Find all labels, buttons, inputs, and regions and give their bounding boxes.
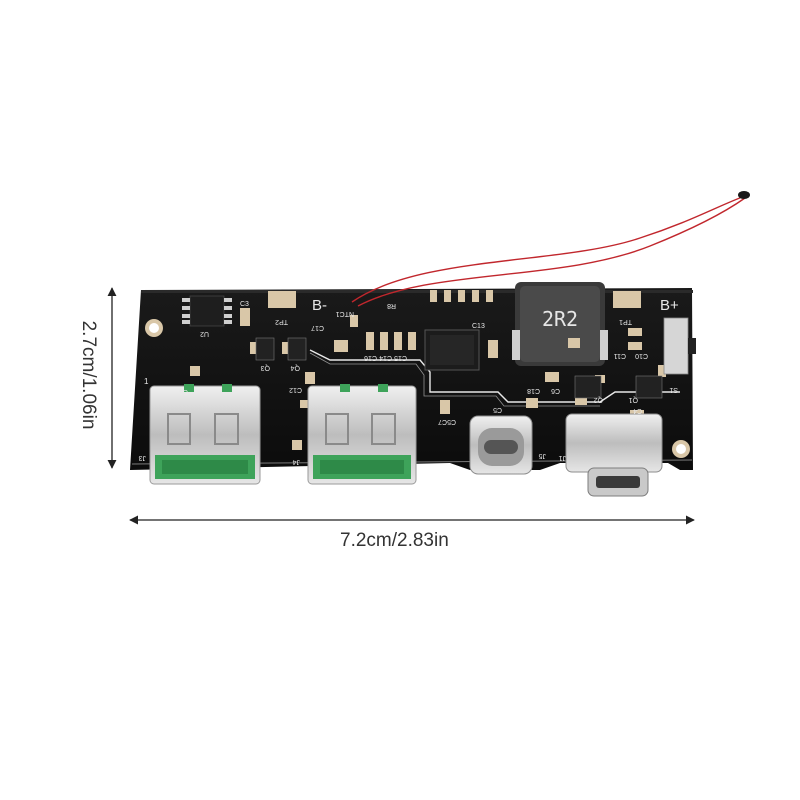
label-ntc1: NTC1 <box>336 310 354 317</box>
label-s1: S1 <box>669 386 678 393</box>
label-q3: Q3 <box>261 364 270 371</box>
label-c13: C13 <box>472 323 485 330</box>
label-q4: Q4 <box>291 364 300 371</box>
label-j1: J1 <box>559 454 567 461</box>
label-c3: C3 <box>240 301 249 308</box>
label-c17: C17 <box>311 324 324 331</box>
label-j5: J5 <box>539 452 547 459</box>
usb-a-port-j4[interactable] <box>307 384 417 485</box>
label-q1: Q1 <box>629 396 638 403</box>
label-j3: J3 <box>139 454 147 461</box>
label-c5c7: C5C7 <box>438 418 456 425</box>
label-tp1: TP1 <box>619 318 632 325</box>
label-j4: J4 <box>293 458 301 465</box>
label-c12: C12 <box>289 386 302 393</box>
transistors <box>255 337 663 399</box>
usb-c-port[interactable] <box>469 415 533 475</box>
label-c8: C8 <box>179 388 188 395</box>
battery-pad-minus <box>268 291 296 308</box>
u2-chip <box>182 295 232 327</box>
main-controller-chip <box>424 329 480 371</box>
slide-switch[interactable] <box>663 317 696 375</box>
label-pin1: 1 <box>144 377 149 386</box>
label-tp2: TP2 <box>275 318 288 325</box>
mounting-hole-right <box>672 440 690 458</box>
micro-usb-port[interactable] <box>565 413 663 497</box>
label-c5: C5 <box>493 406 502 413</box>
height-dimension-label: 2.7cm/1.06in <box>78 320 99 430</box>
label-c11: C11 <box>614 352 626 359</box>
label-c18: C18 <box>527 387 540 394</box>
label-c4: C4 <box>633 407 642 414</box>
label-u2: U2 <box>200 330 209 337</box>
width-dimension-label: 7.2cm/2.83in <box>340 530 449 551</box>
c3-capacitor <box>240 308 250 326</box>
label-c15: C15 <box>394 354 407 361</box>
label-c16: C16 <box>364 354 377 361</box>
inductor-marking: 2R2 <box>542 307 578 331</box>
usb-a-port-j3[interactable] <box>149 384 261 485</box>
ntc-pad <box>334 340 348 352</box>
label-q2: Q2 <box>594 396 603 403</box>
label-r8: R8 <box>387 302 396 309</box>
label-b-plus: B+ <box>660 297 679 314</box>
mounting-hole-left <box>145 319 163 337</box>
ntc-thermistor-wire <box>351 191 750 307</box>
label-c14: C14 <box>379 354 392 361</box>
label-c6: C6 <box>551 387 560 394</box>
label-c10: C10 <box>635 352 648 359</box>
label-b-minus: B- <box>312 297 327 314</box>
battery-pad-plus <box>613 291 641 308</box>
